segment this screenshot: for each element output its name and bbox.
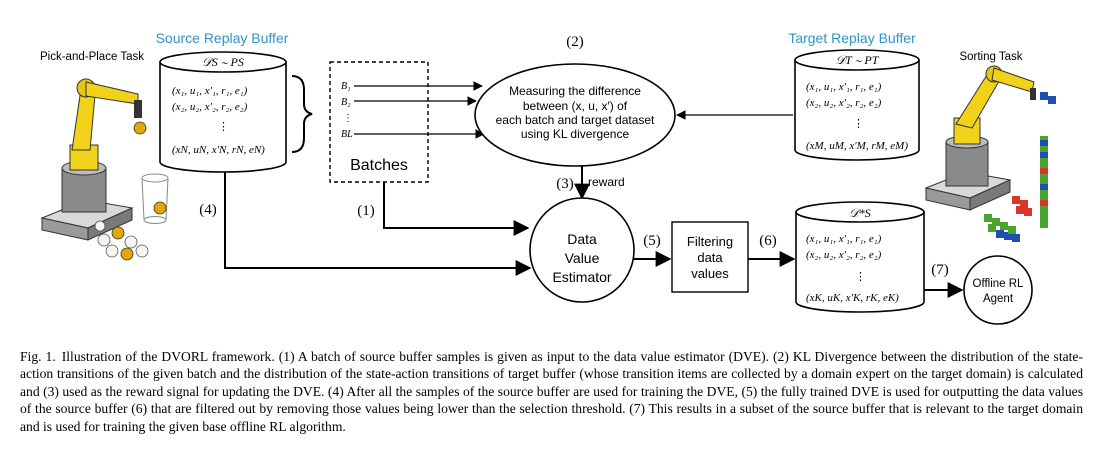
pick-place-task-label: Pick-and-Place Task — [40, 51, 144, 63]
kl-divergence-node — [474, 63, 676, 167]
data-value-estimator-node — [529, 197, 635, 303]
kl-node-line-2: between (x, u, x′) of — [523, 99, 628, 113]
step-5-label: (5) — [643, 233, 661, 249]
batch-item-4: BL — [341, 129, 353, 140]
kl-node-line-4: using KL divergence — [521, 127, 630, 141]
source-buffer-cylinder: 𝒟S ∼ PS (x₁, u₁, x′₁, r₁, e₁) (x₂, u₂, x… — [159, 51, 287, 173]
batch-brace — [291, 75, 313, 153]
target-buffer-row-2: (x₂, u₂, x′₂, r₂, e₂) — [806, 97, 882, 109]
dve-line-1: Data — [567, 231, 597, 247]
source-buffer-title: Source Replay Buffer — [156, 30, 289, 46]
dve-line-2: Value — [565, 250, 600, 266]
filtered-buffer-row-4: (xK, uK, x′K, rK, eK) — [806, 292, 899, 304]
batches-box — [329, 61, 429, 183]
source-buffer-row-2: (x₂, u₂, x′₂, r₂, e₂) — [172, 101, 248, 113]
agent-line-2: Agent — [983, 293, 1014, 305]
source-buffer-row-1: (x₁, u₁, x′₁, r₁, e₁) — [172, 85, 248, 97]
source-buffer-row-3: ⋮ — [218, 121, 229, 133]
step-1-label: (1) — [357, 203, 375, 219]
kl-node-line-1: Measuring the difference — [509, 84, 641, 98]
agent-line-1: Offline RL — [973, 278, 1025, 290]
filtered-buffer-cylinder: 𝒟*S (x₁, u₁, x′₁, r₁, e₁) (x₂, u₂, x′₂, … — [795, 201, 925, 313]
dvorl-framework-diagram: Source Replay Buffer Target Replay Buffe… — [40, 30, 1056, 325]
filter-line-3: values — [691, 266, 729, 281]
target-buffer-row-1: (x₁, u₁, x′₁, r₁, e₁) — [806, 81, 882, 93]
figure-caption: Fig. 1.Illustration of the DVORL framewo… — [20, 348, 1083, 435]
target-buffer-row-4: (xM, uM, x′M, rM, eM) — [806, 140, 908, 152]
step-2-label: (2) — [566, 34, 584, 50]
source-buffer-row-4: (xN, uN, x′N, rN, eN) — [172, 144, 265, 156]
batch-item-1: B₁ — [341, 81, 351, 92]
kl-node-line-3: each batch and target dataset — [496, 113, 655, 127]
arrow-batches-dve — [383, 182, 530, 236]
source-buffer-header: 𝒟S ∼ PS — [202, 55, 244, 69]
reward-label: reward — [588, 175, 625, 189]
target-buffer-header: 𝒟T ∼ PT — [836, 53, 880, 67]
step-6-label: (6) — [759, 233, 777, 249]
target-buffer-title: Target Replay Buffer — [788, 30, 916, 46]
pick-place-robot-illustration — [40, 78, 169, 261]
dve-line-3: Estimator — [552, 269, 611, 285]
filtered-buffer-row-3: ⋮ — [855, 271, 866, 283]
filtered-buffer-row-2: (x₂, u₂, x′₂, r₂, e₂) — [806, 249, 882, 261]
filtering-node — [671, 221, 749, 293]
filtered-buffer-header: 𝒟*S — [849, 206, 871, 220]
target-buffer-cylinder: 𝒟T ∼ PT (x₁, u₁, x′₁, r₁, e₁) (x₂, u₂, x… — [794, 49, 920, 161]
step-4-label: (4) — [199, 202, 217, 218]
batches-label: Batches — [350, 157, 408, 174]
filter-line-1: Filtering — [687, 234, 733, 249]
target-buffer-row-3: ⋮ — [853, 118, 864, 130]
step-7-label: (7) — [931, 262, 949, 278]
caption-label: Fig. 1. — [20, 349, 56, 364]
batch-item-3: ⋮ — [343, 113, 353, 124]
filter-line-2: data — [697, 250, 723, 265]
sorting-robot-illustration — [924, 65, 1056, 242]
filtered-buffer-row-1: (x₁, u₁, x′₁, r₁, e₁) — [806, 233, 882, 245]
sorting-task-label: Sorting Task — [959, 51, 1022, 63]
caption-text: Illustration of the DVORL framework. (1)… — [20, 349, 1083, 434]
batch-item-2: B₂ — [341, 97, 351, 108]
offline-rl-agent-node — [963, 255, 1033, 325]
arrow-source-dve — [224, 172, 532, 276]
step-3-label: (3) — [556, 176, 574, 192]
